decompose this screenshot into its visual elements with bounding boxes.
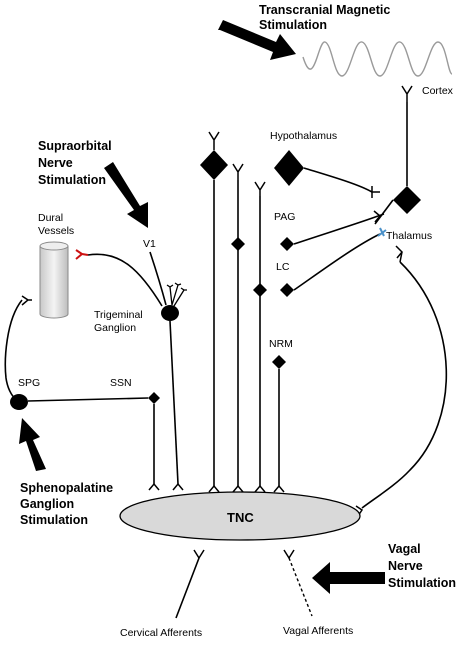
thalamus-synapse bbox=[395, 245, 404, 263]
spheno-label-line2: Ganglion bbox=[20, 497, 74, 511]
dural-label-line1: Dural bbox=[38, 212, 63, 224]
descending-diamond-2 bbox=[231, 237, 245, 251]
descending-diamond-1 bbox=[200, 150, 228, 180]
lc-axon bbox=[293, 233, 381, 291]
trigeminal-label-line1: Trigeminal bbox=[94, 309, 143, 321]
tms-wave bbox=[302, 41, 453, 77]
pag-diamond bbox=[280, 237, 294, 251]
supraorbital-arrow bbox=[104, 162, 148, 228]
descending-synapse-3 bbox=[254, 181, 266, 196]
supraorbital-label-line3: Stimulation bbox=[38, 173, 106, 187]
v1-label: V1 bbox=[143, 238, 156, 250]
pag-label: PAG bbox=[274, 211, 295, 223]
supraorbital-label-line2: Nerve bbox=[38, 156, 73, 170]
ssn-diamond bbox=[148, 392, 160, 404]
cervical-afferent-fibre bbox=[175, 557, 200, 619]
tms-arrow bbox=[218, 20, 296, 60]
lc-label: LC bbox=[276, 261, 290, 273]
trigeminal-central-axon bbox=[169, 320, 179, 485]
cortex-synapse bbox=[401, 85, 413, 102]
trigeminal-ganglion-cell bbox=[161, 305, 179, 321]
hypothalamus-synapse bbox=[371, 186, 380, 198]
descending-synapse-1 bbox=[208, 131, 220, 150]
thalamus-tnc-axon bbox=[361, 261, 448, 509]
vagal-label-line3: Stimulation bbox=[388, 576, 456, 590]
spg-vessel-synapse bbox=[21, 295, 32, 306]
pag-axon bbox=[293, 215, 379, 245]
dural-vessel-cylinder bbox=[39, 241, 69, 319]
hypothalamus-thalamus-axon bbox=[303, 167, 373, 193]
thalamus-label: Thalamus bbox=[386, 230, 432, 242]
sphenopalatine-arrow bbox=[19, 418, 46, 471]
lc-synapse-blue bbox=[377, 227, 387, 237]
tms-label-line2: Stimulation bbox=[259, 18, 327, 32]
spg-cell bbox=[10, 394, 28, 410]
hypothalamus-diamond bbox=[274, 150, 304, 186]
cortex-thalamus-axon bbox=[374, 199, 394, 225]
descending-synapse-2 bbox=[232, 163, 244, 180]
spheno-label-line3: Stimulation bbox=[20, 513, 88, 527]
supraorbital-label-line1: Supraorbital bbox=[38, 139, 112, 153]
pag-synapse bbox=[373, 210, 385, 223]
dural-synapse-red bbox=[75, 249, 89, 260]
spg-label: SPG bbox=[18, 377, 40, 389]
cervical-synapse bbox=[193, 549, 205, 560]
nrm-label: NRM bbox=[269, 338, 293, 350]
vagal-label-line2: Nerve bbox=[388, 559, 423, 573]
dural-label-line2: Vessels bbox=[38, 225, 74, 237]
vagal-synapse bbox=[283, 549, 295, 560]
vagal-label-line1: Vagal bbox=[388, 542, 421, 556]
tnc-label: TNC bbox=[227, 510, 254, 525]
vagal-afferent-fibre bbox=[288, 557, 313, 617]
descending-terminal-1 bbox=[208, 484, 220, 493]
descending-terminal-2 bbox=[232, 484, 244, 493]
spheno-label-line1: Sphenopalatine bbox=[20, 481, 113, 495]
v1-afferent bbox=[149, 251, 167, 306]
cortex-label: Cortex bbox=[422, 85, 454, 97]
tms-label-line1: Transcranial Magnetic bbox=[259, 3, 390, 17]
cortex-diamond bbox=[393, 186, 421, 214]
tnc-nucleus bbox=[119, 491, 361, 541]
vagal-arrow bbox=[312, 562, 385, 594]
descending-terminal-3 bbox=[254, 484, 266, 493]
vagal-afferents-label: Vagal Afferents bbox=[283, 625, 353, 637]
hypothalamus-label: Hypothalamus bbox=[270, 130, 337, 142]
lc-diamond bbox=[280, 283, 294, 297]
descending-diamond-3 bbox=[253, 283, 267, 297]
ssn-label: SSN bbox=[110, 377, 132, 389]
ssn-terminal bbox=[148, 482, 160, 491]
ssn-spg-axon bbox=[27, 397, 149, 402]
trigeminal-dural-afferent bbox=[87, 253, 163, 307]
nrm-terminal bbox=[273, 484, 285, 493]
nrm-diamond bbox=[272, 355, 286, 369]
cervical-label: Cervical Afferents bbox=[120, 627, 202, 639]
trigeminal-terminal bbox=[172, 482, 184, 491]
trigeminal-label-line2: Ganglion bbox=[94, 322, 136, 334]
trigeminal-dendrites bbox=[166, 282, 187, 307]
